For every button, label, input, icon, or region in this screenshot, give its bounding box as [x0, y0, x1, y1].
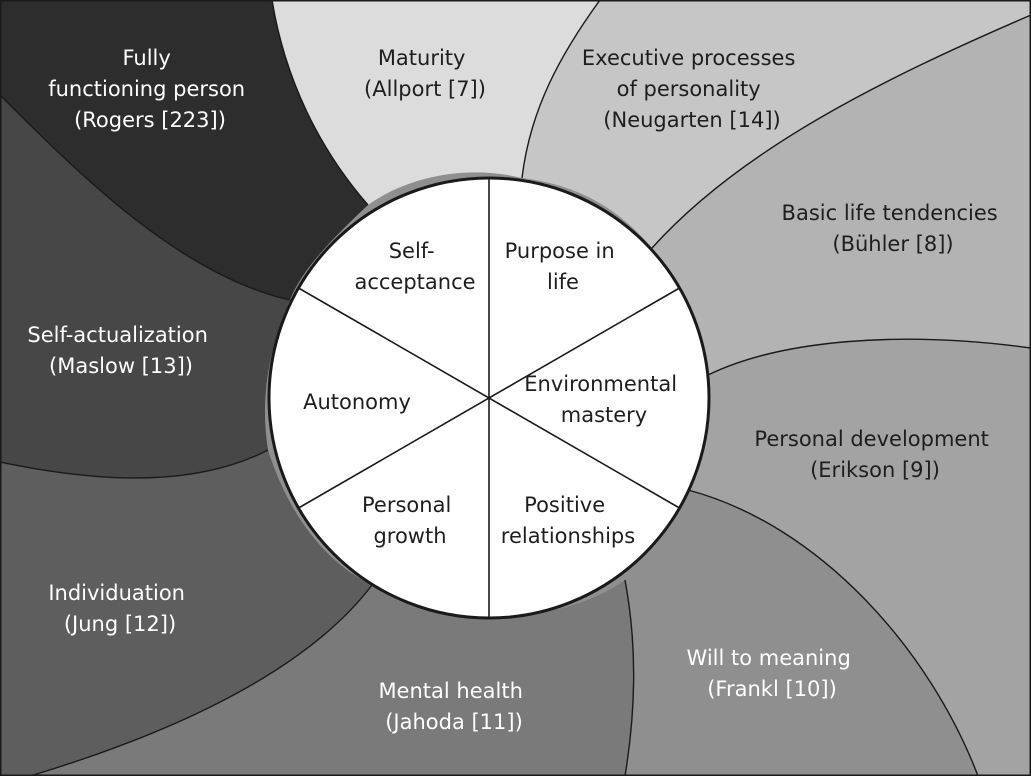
jung-line2: (Jung [12]) [64, 612, 176, 636]
allport-line1: Maturity [378, 46, 466, 70]
buhler-line1: Basic life tendencies [782, 201, 998, 225]
neugarten-line2: of personality [617, 77, 761, 101]
region-maslow [0, 95, 290, 478]
neugarten-line3: (Neugarten [14]) [603, 108, 780, 132]
self-acceptance-line1: Self- [389, 239, 435, 263]
autonomy-label: Autonomy [303, 390, 411, 414]
environmental-line1: Environmental [524, 372, 677, 396]
region-buhler [652, 15, 1031, 375]
allport-line2: (Allport [7]) [364, 77, 486, 101]
jung-line1: Individuation [48, 581, 185, 605]
positive-line2: relationships [501, 524, 635, 548]
erikson-label: Personal development (Erikson [9]) [754, 427, 995, 482]
neugarten-line1: Executive processes [582, 46, 795, 70]
region-allport [272, 0, 600, 205]
environmental-line2: mastery [561, 403, 647, 427]
rogers-line3: (Rogers [223]) [74, 108, 226, 132]
neugarten-label: Executive processes of personality (Neug… [582, 46, 802, 132]
frankl-label: Will to meaning (Frankl [10]) [687, 646, 858, 701]
growth-label: Personal growth [362, 493, 458, 548]
frankl-line1: Will to meaning [687, 646, 851, 670]
self-acceptance-line2: acceptance [354, 270, 475, 294]
center-wheel [267, 176, 711, 620]
region-neugarten [522, 0, 1031, 248]
jung-label: Individuation (Jung [12]) [48, 581, 191, 636]
erikson-line1: Personal development [754, 427, 988, 451]
outer-labels: Fully functioning person (Rogers [223]) … [27, 46, 1005, 734]
center-labels: Self- acceptance Purpose in life Environ… [303, 239, 683, 548]
growth-line1: Personal [362, 493, 451, 517]
purpose-line2: life [547, 270, 579, 294]
buhler-label: Basic life tendencies (Bühler [8]) [782, 201, 1005, 256]
jahoda-line1: Mental health [378, 679, 522, 703]
buhler-line2: (Bühler [8]) [832, 232, 953, 256]
region-jung [0, 450, 372, 776]
self-acceptance-label: Self- acceptance [354, 239, 475, 294]
region-jahoda [30, 580, 634, 776]
jahoda-line2: (Jahoda [11]) [385, 710, 523, 734]
positive-label: Positive relationships [501, 493, 635, 548]
frankl-line2: (Frankl [10]) [707, 677, 837, 701]
jahoda-label: Mental health (Jahoda [11]) [378, 679, 529, 734]
allport-label: Maturity (Allport [7]) [364, 46, 486, 101]
purpose-line1: Purpose in [505, 239, 615, 263]
rogers-line1: Fully [122, 46, 170, 70]
erikson-line2: (Erikson [9]) [810, 458, 940, 482]
wheel-dividers [298, 178, 680, 618]
environmental-label: Environmental mastery [524, 372, 683, 427]
region-erikson [688, 339, 1031, 776]
autonomy-line1: Autonomy [303, 390, 411, 414]
rogers-label: Fully functioning person (Rogers [223]) [48, 46, 252, 132]
growth-line2: growth [373, 524, 446, 548]
maslow-line1: Self-actualization [27, 323, 208, 347]
region-rogers [0, 0, 368, 300]
rogers-line2: functioning person [48, 77, 245, 101]
purpose-label: Purpose in life [505, 239, 622, 294]
maslow-line2: (Maslow [13]) [49, 354, 193, 378]
positive-line1: Positive [524, 493, 605, 517]
maslow-label: Self-actualization (Maslow [13]) [27, 323, 214, 378]
